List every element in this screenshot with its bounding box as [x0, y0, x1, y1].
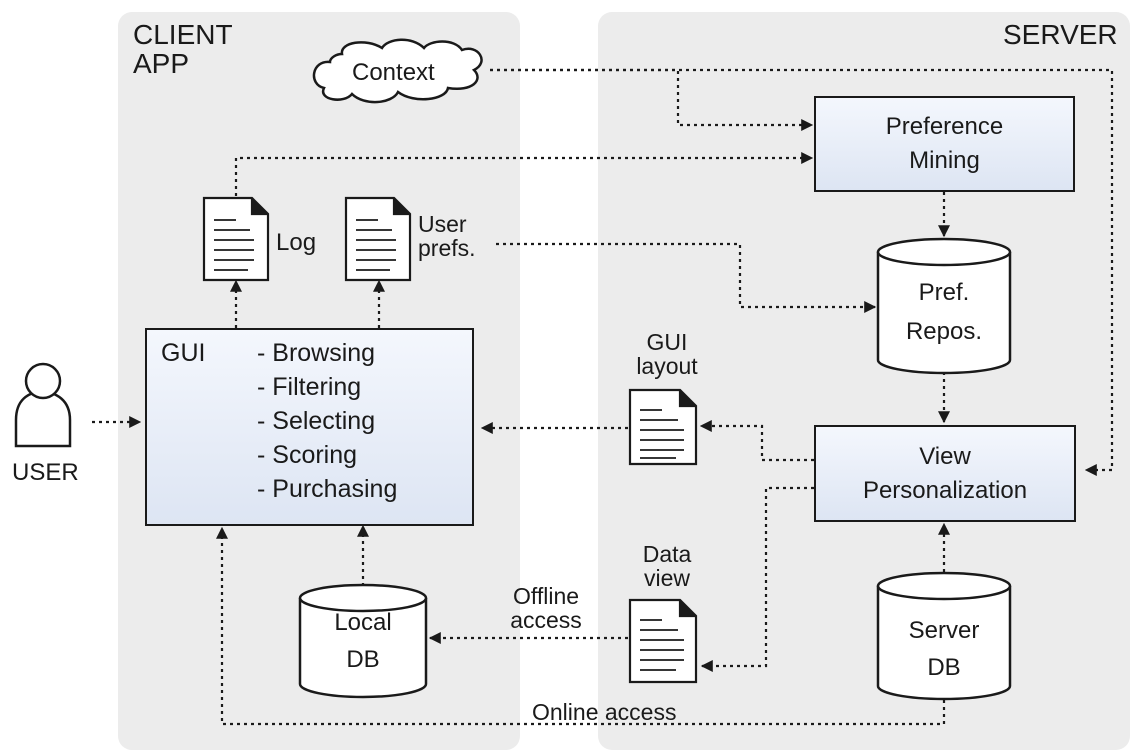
server-db-label: Server DB	[878, 617, 1010, 682]
context-to-view-arrow	[490, 68, 1114, 476]
context-to-mining-arrow	[490, 68, 814, 131]
data-view-line-1: Data	[642, 541, 692, 567]
client-title-line-1: CLIENT	[133, 19, 233, 50]
user-prefs-document-icon	[344, 196, 412, 282]
log-label: Log	[276, 229, 317, 256]
online-access-label: Online access	[532, 699, 677, 725]
view-to-dataview-arrow	[700, 486, 814, 672]
offline-access-label: Offline access	[490, 584, 602, 632]
gui-item-selecting: - Selecting	[257, 407, 376, 435]
log-document-icon	[202, 196, 270, 282]
local-db-cylinder	[298, 583, 428, 699]
pref-repos-label: Pref. Repos.	[878, 279, 1010, 346]
data-view-label: Data view	[612, 542, 722, 590]
preference-mining-line-2: Mining	[909, 147, 980, 174]
gui-layout-label: GUI layout	[612, 330, 722, 378]
offline-access-line-1: Offline	[512, 583, 580, 609]
gui-box: GUI - Browsing - Filtering - Selecting -…	[145, 328, 474, 526]
user-prefs-line-2: prefs.	[418, 235, 476, 262]
user-icon	[14, 362, 72, 448]
pref-repos-line-1: Pref.	[918, 279, 970, 306]
online-access-arrow	[216, 526, 946, 726]
context-cloud	[312, 38, 483, 104]
gui-item-filtering: - Filtering	[257, 373, 362, 401]
view-personalization-line-1: View	[919, 442, 971, 470]
user-label: USER	[12, 459, 79, 486]
view-to-layout-arrow	[699, 420, 814, 462]
userprefs-to-repos-arrow	[496, 242, 877, 313]
pref-repos-line-2: Repos.	[905, 318, 983, 346]
preference-mining-box: Preference Mining	[814, 96, 1075, 192]
log-to-mining-arrow	[234, 152, 814, 196]
user-prefs-line-1: User	[418, 211, 467, 237]
gui-layout-line-2: layout	[636, 353, 698, 380]
view-personalization-line-2: Personalization	[862, 476, 1028, 504]
gui-item-scoring: - Scoring	[257, 441, 358, 469]
client-app-title: CLIENT APP	[133, 20, 233, 79]
local-db-line-2: DB	[346, 646, 380, 674]
data-view-line-2: view	[643, 565, 690, 592]
view-personalization-box: View Personalization	[814, 425, 1076, 522]
server-db-line-2: DB	[927, 654, 961, 682]
server-title: SERVER	[1003, 19, 1118, 50]
server-db-line-1: Server	[908, 617, 980, 644]
gui-feature-list: - Browsing - Filtering - Selecting - Sco…	[257, 336, 397, 506]
preference-mining-line-1: Preference	[885, 113, 1004, 140]
gui-item-browsing: - Browsing	[257, 339, 376, 367]
gui-title: GUI	[161, 339, 206, 367]
data-view-document-icon	[628, 598, 698, 684]
offline-access-line-2: access	[510, 607, 582, 634]
gui-layout-document-icon	[628, 388, 698, 466]
gui-layout-line-1: GUI	[646, 329, 688, 355]
client-title-line-2: APP	[133, 48, 190, 80]
local-db-line-1: Local	[334, 609, 392, 636]
context-label: Context	[352, 59, 435, 86]
user-prefs-label: User prefs.	[418, 212, 476, 260]
pref-repos-cylinder	[876, 237, 1012, 375]
local-db-label: Local DB	[300, 609, 426, 674]
server-db-cylinder	[876, 571, 1012, 701]
gui-item-purchasing: - Purchasing	[257, 475, 398, 503]
